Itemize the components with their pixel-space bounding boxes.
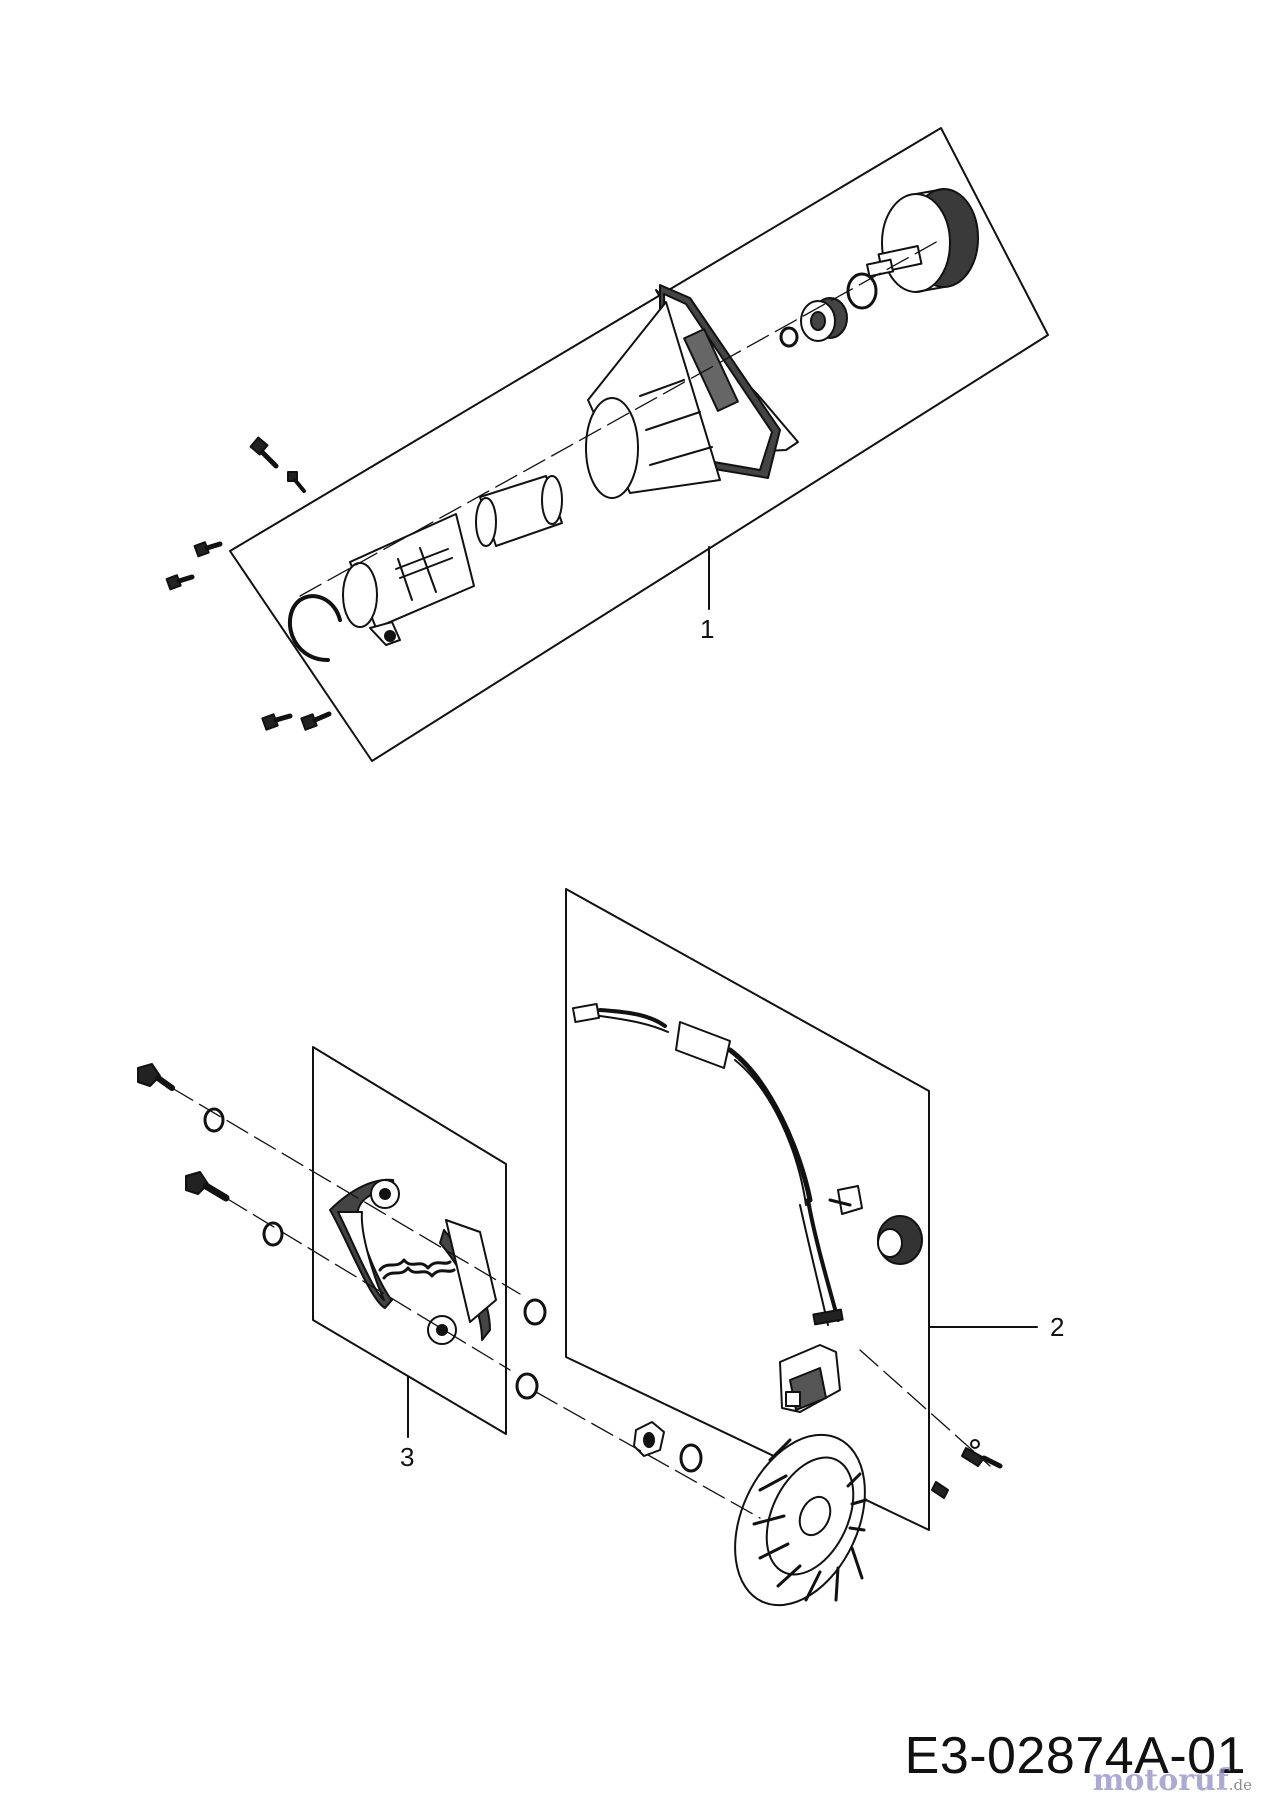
callout-3: 3 <box>400 1442 414 1472</box>
clutch-housing <box>585 284 799 499</box>
shoulder-bolt-upper <box>137 1063 175 1091</box>
group-3-frame <box>312 1046 507 1435</box>
ignition-coil <box>779 1344 841 1413</box>
washer-a <box>203 1107 225 1133</box>
group-1-clutch-housing <box>165 127 1049 762</box>
clutch-drum <box>866 188 979 293</box>
coil-screws <box>931 1439 1003 1499</box>
watermark-name: motoruf <box>1092 1763 1229 1798</box>
small-o-ring <box>779 326 799 348</box>
clutch-shoe-right <box>427 1219 497 1345</box>
watermark-suffix: .de <box>1228 1776 1252 1794</box>
spark-plug-connector <box>571 1003 669 1033</box>
watermark-logo: motoruf.de <box>1093 1763 1252 1798</box>
rubber-grommet <box>877 1215 923 1265</box>
group-2-ignition-module <box>565 888 1038 1531</box>
callout-2: 2 <box>1050 1312 1064 1342</box>
group-1-frame <box>229 127 1049 762</box>
washer-d <box>515 1372 539 1400</box>
screw-c <box>193 541 223 558</box>
clutch-spring <box>378 1258 456 1280</box>
flywheel-washer <box>679 1443 703 1473</box>
flywheel-nut <box>633 1421 665 1457</box>
drum-snap-ring <box>846 272 878 310</box>
screw-a <box>249 436 279 469</box>
screws-group-1 <box>165 436 332 731</box>
large-snap-ring <box>287 594 342 662</box>
ignition-wire <box>727 1047 840 1326</box>
screw-e <box>261 713 293 731</box>
callout-1: 1 <box>700 614 714 644</box>
ignition-boot <box>675 1021 731 1069</box>
washer-b <box>262 1221 284 1247</box>
wire-clip <box>812 1308 844 1326</box>
screw-b <box>287 471 306 493</box>
group-2-frame <box>565 888 930 1531</box>
screw-d <box>165 574 195 591</box>
clutch-shoe-left <box>329 1178 400 1309</box>
clamp-sleeve <box>342 513 475 646</box>
shoulder-bolt-lower <box>185 1171 230 1202</box>
wire-terminal <box>828 1185 863 1215</box>
drawing-code: E3-02874A-01 <box>904 1727 1246 1785</box>
flywheel <box>734 1433 868 1607</box>
washer-c <box>523 1298 547 1326</box>
screw-f <box>300 711 332 731</box>
assembly-center-lines <box>171 239 991 1519</box>
spacer-sleeve <box>475 475 563 547</box>
group-3-clutch-shoes <box>137 1046 547 1438</box>
bearing <box>800 297 848 342</box>
